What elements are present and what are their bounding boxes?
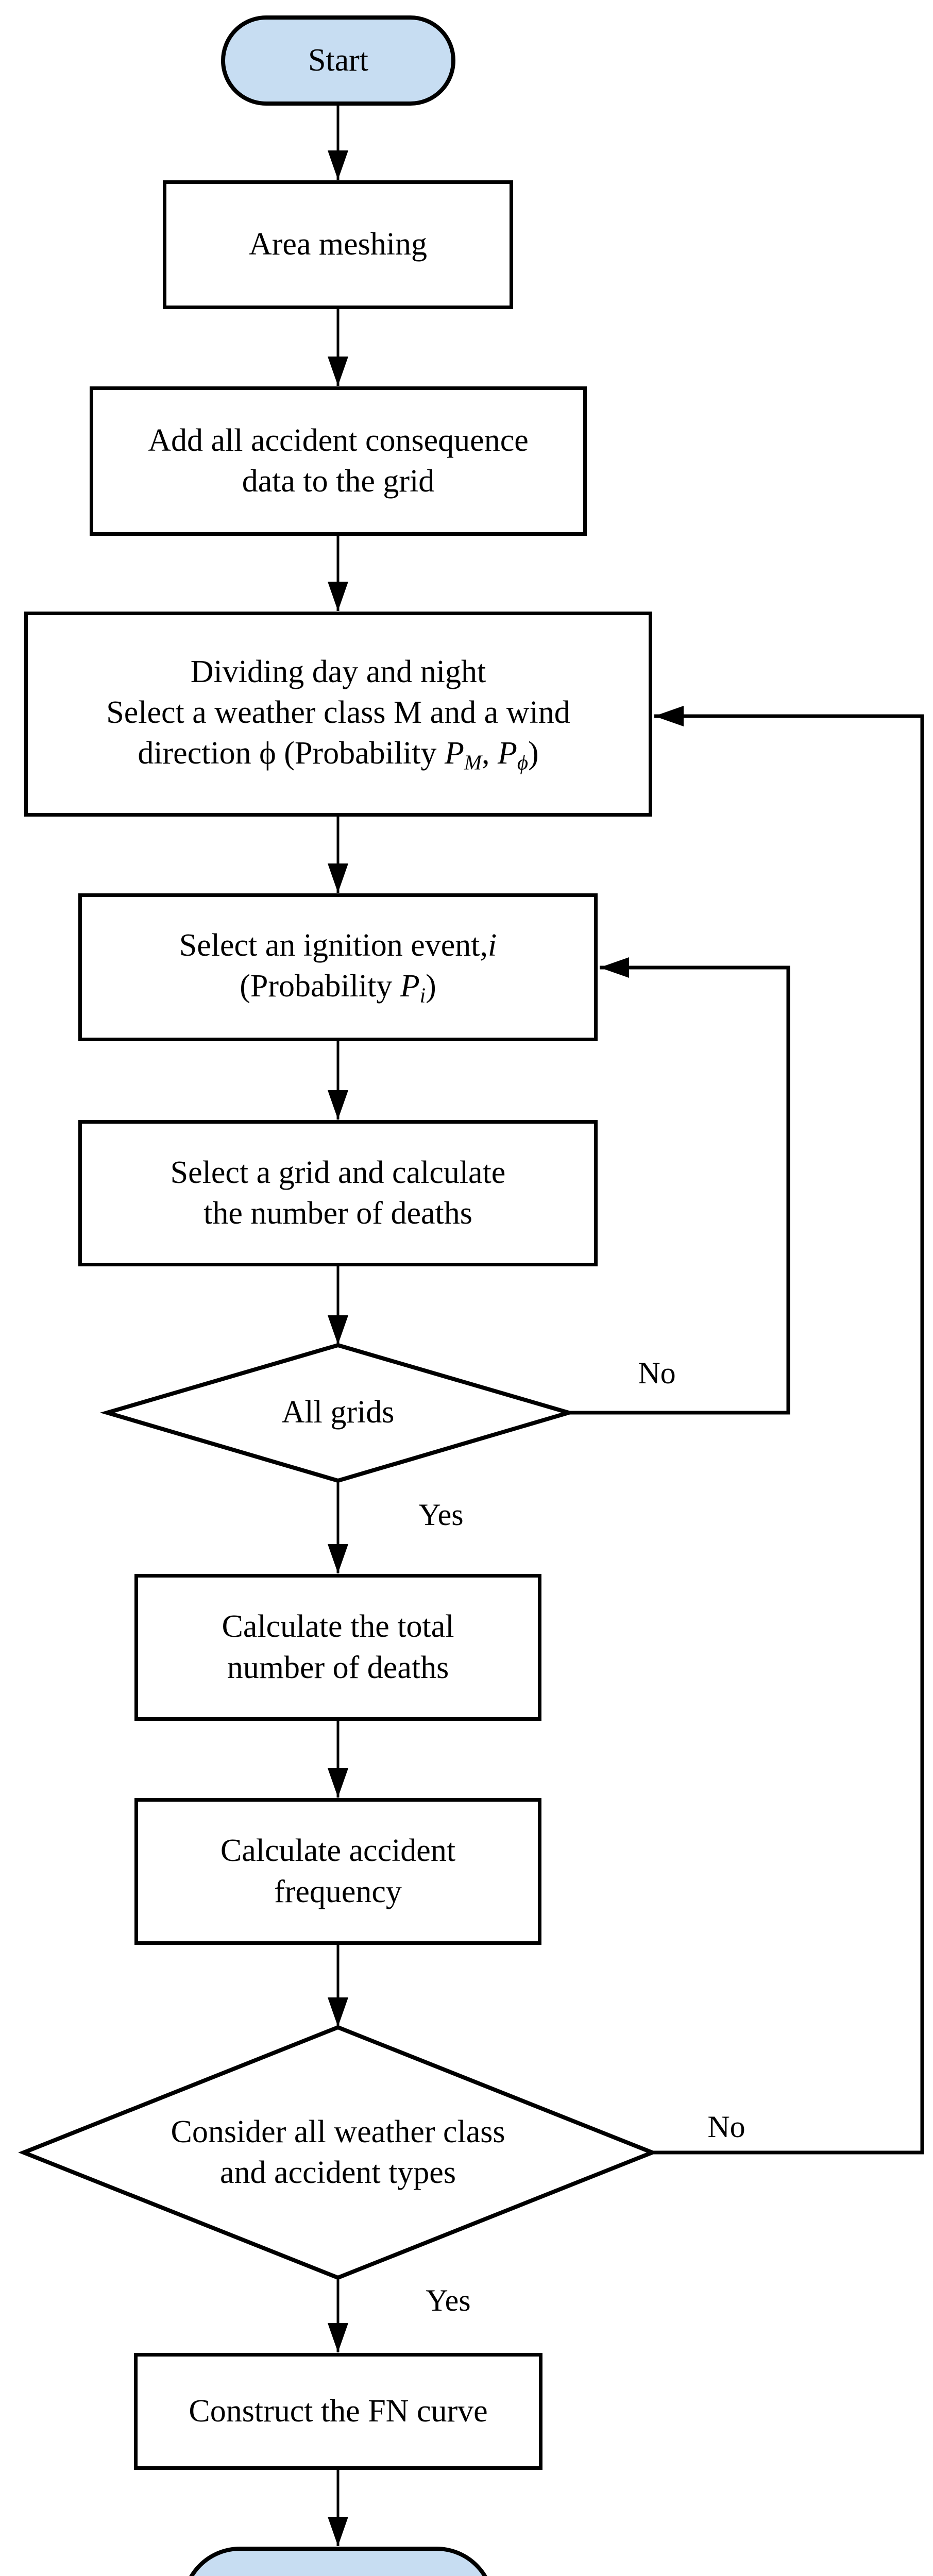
decision-consider-all: Consider all weather class and accident … <box>80 2101 596 2204</box>
add-data-label: Add all accident consequence data to the… <box>148 420 529 502</box>
ignition-prob-sub: i <box>419 984 426 1007</box>
loop-consider-no-to-weather <box>652 706 924 2155</box>
weather-prob-m-sub: M <box>464 751 482 774</box>
process-add-data: Add all accident consequence data to the… <box>90 386 587 536</box>
total-deaths-line2: number of deaths <box>227 1650 449 1685</box>
consider-all-line2: and accident types <box>220 2155 456 2190</box>
weather-prob-phi: P <box>497 736 517 771</box>
ignition-line2-pre: (Probability <box>240 969 400 1004</box>
total-deaths-label: Calculate the total number of deaths <box>222 1606 454 1688</box>
process-weather-selection: Dividing day and night Select a weather … <box>24 612 652 817</box>
start-terminal: Start <box>221 15 455 106</box>
accident-frequency-line1: Calculate accident <box>220 1833 456 1869</box>
ignition-line1-pre: Select an ignition event, <box>179 927 488 963</box>
grid-deaths-line2: the number of deaths <box>203 1196 472 1231</box>
label-all-grids-yes: Yes <box>389 1489 493 1540</box>
all-grids-diamond-shape <box>99 1343 576 1483</box>
start-label: Start <box>308 42 369 78</box>
ignition-line2-close: ) <box>426 969 436 1004</box>
all-grids-label: All grids <box>281 1395 395 1430</box>
weather-label: Dividing day and night Select a weather … <box>106 652 570 777</box>
accident-frequency-line2: frequency <box>274 1874 402 1909</box>
consider-no-text: No <box>707 2109 745 2144</box>
all-grids-yes-text: Yes <box>418 1497 464 1532</box>
end-terminal: end <box>181 2547 495 2576</box>
process-fn-curve: Construct the FN curve <box>134 2353 542 2470</box>
area-meshing-label: Area meshing <box>248 227 428 262</box>
weather-line3-separator: , <box>481 736 498 771</box>
label-consider-no: No <box>675 2101 778 2153</box>
fn-curve-label: Construct the FN curve <box>189 2393 488 2429</box>
weather-prob-phi-sub: ϕ <box>517 751 529 774</box>
weather-line3: direction ϕ (Probability PM, Pϕ) <box>106 733 570 776</box>
consider-all-line1: Consider all weather class <box>171 2114 505 2149</box>
ignition-prob: P <box>400 969 420 1004</box>
add-data-line1: Add all accident consequence <box>148 422 529 458</box>
weather-prob-m: P <box>445 736 464 771</box>
ignition-line2: (Probability Pi) <box>179 966 497 1009</box>
consider-all-label: Consider all weather class and accident … <box>171 2112 505 2194</box>
loop-all-grids-no-to-ignition <box>569 957 790 1415</box>
process-total-deaths: Calculate the total number of deaths <box>134 1574 541 1721</box>
process-accident-frequency: Calculate accident frequency <box>134 1798 541 1945</box>
label-all-grids-no: No <box>608 1347 706 1399</box>
consider-yes-text: Yes <box>426 2283 471 2317</box>
weather-line1: Dividing day and night <box>190 654 486 689</box>
add-data-line2: data to the grid <box>242 464 435 499</box>
total-deaths-line1: Calculate the total <box>222 1609 454 1645</box>
process-grid-deaths: Select a grid and calculate the number o… <box>78 1120 598 1266</box>
grid-deaths-label: Select a grid and calculate the number o… <box>171 1153 506 1234</box>
ignition-label: Select an ignition event,i (Probability … <box>179 925 497 1009</box>
process-ignition-event: Select an ignition event,i (Probability … <box>78 893 598 1041</box>
grid-deaths-line1: Select a grid and calculate <box>170 1155 506 1190</box>
accident-frequency-label: Calculate accident frequency <box>220 1831 455 1912</box>
decision-all-grids: All grids <box>183 1387 493 1438</box>
weather-line2: Select a weather class M and a wind <box>106 695 570 731</box>
label-consider-yes: Yes <box>397 2275 500 2326</box>
weather-line3-pre: direction ϕ (Probability <box>138 736 445 771</box>
weather-line3-close: ) <box>528 736 539 771</box>
process-area-meshing: Area meshing <box>163 180 513 309</box>
ignition-line1: Select an ignition event,i <box>179 925 497 966</box>
consider-all-diamond-shape <box>18 2025 658 2280</box>
ignition-event-var: i <box>487 927 497 963</box>
all-grids-no-text: No <box>638 1355 676 1390</box>
